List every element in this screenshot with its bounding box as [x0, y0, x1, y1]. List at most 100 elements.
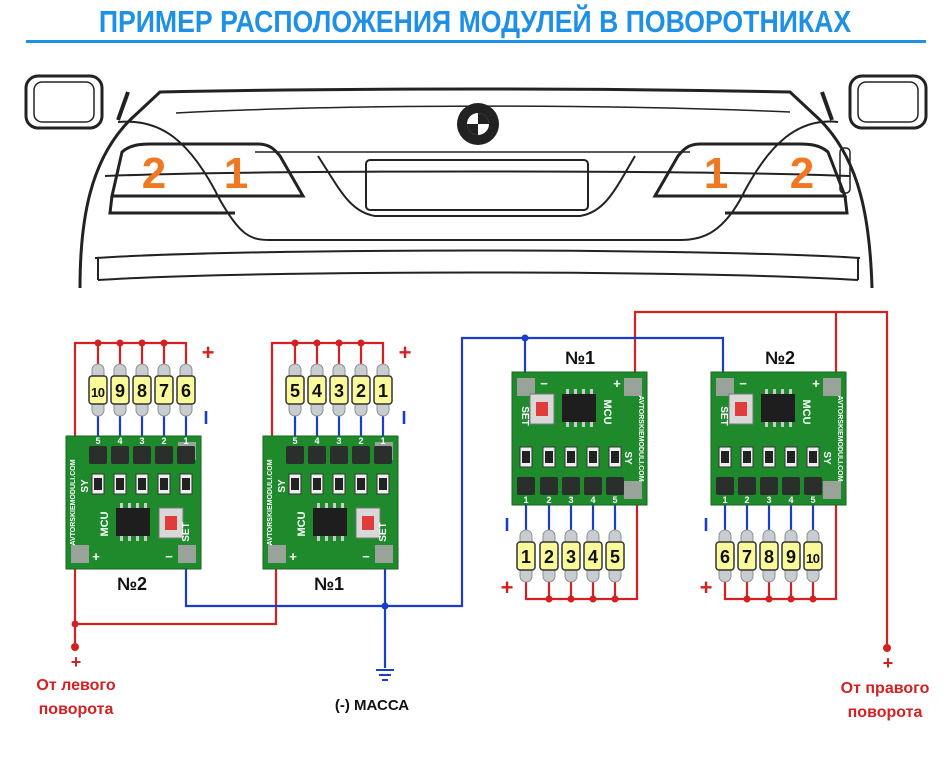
bulb-number: 4 [588, 547, 598, 567]
left-lamp-section-2: 2 [142, 149, 166, 198]
pin-label: 4 [788, 495, 793, 505]
festoon-bulb: 7 [154, 363, 174, 417]
transistor [89, 446, 107, 464]
festoon-bulb: 6 [176, 363, 196, 417]
module-label-left-1: №1 [314, 574, 344, 594]
right-taillight-outline [652, 142, 848, 198]
polarity-minus-lm2: I [203, 408, 208, 428]
bulb-number: 2 [356, 381, 366, 401]
bulb-number: 10 [806, 551, 820, 566]
chip-pin [590, 422, 593, 427]
transistor [738, 477, 756, 495]
pcb-set-label: SET [181, 522, 192, 541]
chip-pin [333, 536, 336, 541]
polarity-minus-lm1: I [401, 408, 406, 428]
bulb-label-bg [329, 375, 349, 405]
pcb-mcu-label: MCU [601, 399, 613, 424]
pin-label: 2 [546, 495, 551, 505]
pin-label: 5 [810, 495, 815, 505]
polarity-minus-rm1: I [504, 515, 509, 535]
chip-pin [765, 389, 768, 394]
bulb-number: 6 [181, 381, 191, 401]
pcb-mcu-label: MCU [296, 511, 308, 536]
pcb-set-label: SET [519, 406, 530, 425]
festoon-bulb: 7 [737, 529, 757, 583]
polarity-plus-lm1: + [399, 340, 412, 365]
festoon-bulb: 1 [516, 529, 536, 583]
pin-label: 1 [523, 495, 528, 505]
pcb-plus-mark: + [92, 549, 100, 564]
pcb-pad-left [517, 378, 535, 396]
pcb-pad-right [624, 378, 642, 396]
chip-pin [341, 503, 344, 508]
transistor [517, 477, 535, 495]
bulb-label-bg [176, 375, 196, 405]
resistor-body [765, 451, 773, 463]
bulb-label-bg [803, 541, 823, 571]
transistor [155, 446, 173, 464]
bulb-label-bg [110, 375, 130, 405]
pin-label: 1 [722, 495, 727, 505]
bulb-number: 10 [91, 385, 105, 400]
chip-pin [120, 536, 123, 541]
chip-pin [144, 503, 147, 508]
festoon-bulb: 9 [781, 529, 801, 583]
chip-pin [574, 389, 577, 394]
transistor [374, 446, 392, 464]
pin-label: 4 [117, 436, 122, 446]
festoon-bulb: 2 [539, 529, 559, 583]
left-source-plus: + [71, 652, 82, 672]
pin-label: 2 [161, 436, 166, 446]
pin-label: 2 [744, 495, 749, 505]
bulb-number: 5 [290, 381, 300, 401]
pin-label: 5 [95, 436, 100, 446]
bulb-number: 1 [378, 381, 388, 401]
chip-pin [781, 422, 784, 427]
resistor-body [291, 478, 299, 490]
pin-label: 2 [358, 436, 363, 446]
pcb-plus-mark: + [289, 549, 297, 564]
mcu-chip [116, 508, 150, 536]
resistor-body [589, 451, 597, 463]
pcb-brand-text: AVTORSKIEMODULI.COM [267, 459, 274, 545]
festoon-bulb: 10 [803, 529, 823, 583]
festoon-bulb: 9 [110, 363, 130, 417]
polarity-plus-rm1: + [501, 575, 514, 600]
chip-pin [136, 536, 139, 541]
chip-pin [341, 536, 344, 541]
plus-junctions [71, 339, 891, 652]
left-mirror [24, 74, 104, 130]
transistor [606, 477, 624, 495]
resistor-body [160, 478, 168, 490]
bulb-label-bg [759, 541, 779, 571]
bulb-number: 9 [115, 381, 125, 401]
resistor-body [567, 451, 575, 463]
transistor [760, 477, 778, 495]
pcb-pad-left [716, 378, 734, 396]
resistor-body [313, 478, 321, 490]
festoon-bulb: 5 [605, 529, 625, 583]
transistor [584, 477, 602, 495]
chip-pin [582, 389, 585, 394]
bulb-label-bg [583, 541, 603, 571]
chip-pin [144, 536, 147, 541]
bulb-number: 9 [786, 547, 796, 567]
polarity-plus-lm2: + [202, 340, 215, 365]
chip-pin [574, 422, 577, 427]
bulb-label-bg [605, 541, 625, 571]
festoon-bulb: 3 [329, 363, 349, 417]
pin-label: 3 [336, 436, 341, 446]
festoon-bulb: 8 [132, 363, 152, 417]
transistor [111, 446, 129, 464]
pin-label: 5 [612, 495, 617, 505]
resistor-body [138, 478, 146, 490]
bulb-label-bg [737, 541, 757, 571]
right-source-plus: + [883, 653, 894, 673]
chip-pin [128, 536, 131, 541]
pcb-brand-text: AVTORSKIEMODULI.COM [836, 395, 843, 481]
polarity-minus-rm2: I [703, 515, 708, 535]
chip-pin [136, 503, 139, 508]
